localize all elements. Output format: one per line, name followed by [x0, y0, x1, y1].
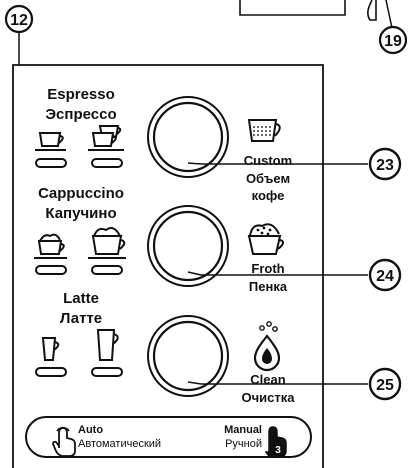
- single-espresso-button[interactable]: [35, 158, 67, 168]
- espresso-label-en: Espresso: [47, 86, 115, 103]
- single-latte-glass-icon: [41, 337, 60, 361]
- water-drop-icon: [253, 321, 281, 372]
- froth-dial[interactable]: [147, 205, 229, 287]
- double-espresso-button[interactable]: [91, 158, 123, 168]
- double-latte-button[interactable]: [91, 367, 123, 377]
- device-top-outline: [239, 0, 346, 16]
- manual-badge-number: 3: [275, 445, 281, 456]
- froth-label-ru: Пенка: [249, 279, 288, 294]
- clean-dial[interactable]: [147, 315, 229, 397]
- espresso-section: Espresso Эспрессо: [35, 86, 124, 168]
- double-cappuccino-button[interactable]: [91, 265, 123, 275]
- foam-cup-icon: [247, 223, 284, 255]
- svg-text:12: 12: [10, 12, 28, 29]
- clean-label-ru: Очистка: [242, 390, 296, 405]
- espresso-label-ru: Эспрессо: [45, 106, 116, 123]
- custom-volume-dial[interactable]: [147, 96, 229, 178]
- auto-hand-icon: [52, 426, 76, 457]
- latte-label-en: Latte: [63, 290, 99, 307]
- callout-25: 25: [187, 367, 402, 401]
- measuring-cup-icon: [247, 119, 281, 142]
- svg-text:19: 19: [384, 33, 402, 50]
- mode-switch[interactable]: [25, 416, 312, 458]
- single-espresso-cup-icon: [35, 132, 66, 151]
- single-cappuccino-cup-icon: [34, 233, 67, 259]
- froth-label-en: Froth: [251, 261, 284, 276]
- single-latte-button[interactable]: [35, 367, 67, 377]
- manual-label-en: Manual: [224, 424, 262, 436]
- latte-label-ru: Латте: [60, 310, 102, 327]
- cappuccino-label-en: Cappuccino: [38, 185, 124, 202]
- single-cappuccino-button[interactable]: [35, 265, 67, 275]
- cappuccino-section: Cappuccino Капучино: [34, 185, 126, 275]
- svg-text:25: 25: [376, 377, 394, 394]
- double-latte-glass-icon: [96, 329, 119, 361]
- callout-12: 12: [4, 4, 34, 65]
- custom-label-ru-line2: кофе: [252, 188, 285, 203]
- auto-label-en: Auto: [78, 424, 103, 436]
- manual-label-ru: Ручной: [225, 438, 262, 450]
- latte-section: Latte Латте: [35, 290, 123, 377]
- svg-text:24: 24: [376, 268, 394, 285]
- cappuccino-label-ru: Капучино: [45, 205, 116, 222]
- auto-label-ru: Автоматический: [78, 438, 161, 450]
- custom-label-en: Custom: [244, 153, 292, 168]
- double-cappuccino-cup-icon: [88, 227, 126, 259]
- double-espresso-cup-icon: [88, 125, 124, 151]
- callout-24: 24: [187, 258, 402, 292]
- device-edge-outline: [367, 0, 377, 21]
- panel-frame: [12, 64, 324, 468]
- callout-19: 19: [378, 0, 408, 55]
- svg-text:23: 23: [376, 157, 394, 174]
- custom-label-ru-line1: Объем: [246, 171, 290, 186]
- callout-23: 23: [187, 147, 402, 181]
- manual-hand-icon: 3: [264, 426, 287, 458]
